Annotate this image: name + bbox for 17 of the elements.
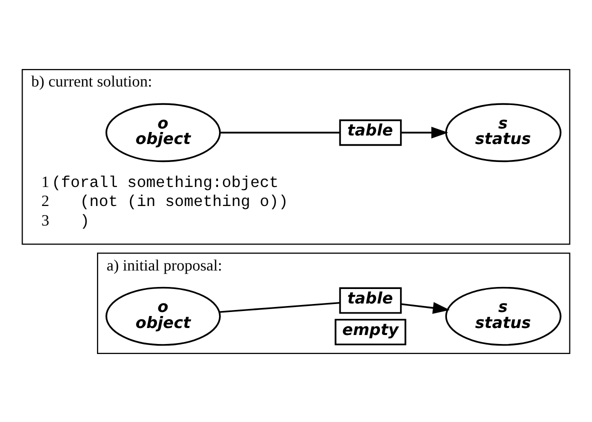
node-ellipse: o object (106, 286, 221, 346)
node-ellipse: o object (106, 102, 221, 162)
connector (220, 131, 340, 133)
label: ) (80, 212, 90, 230)
label: (not (in something o)) (80, 192, 288, 211)
connector (219, 301, 340, 312)
label: 2 (41, 192, 50, 210)
node-box: empty (334, 318, 406, 345)
node-ellipse: s status (445, 102, 562, 162)
node-box: table (339, 286, 402, 314)
arrow (400, 302, 450, 314)
label: (forall something:object (52, 173, 279, 192)
label: 3 (41, 212, 50, 229)
label: 1 (41, 173, 50, 190)
arrow (400, 126, 448, 138)
node-box: table (339, 118, 402, 146)
node-ellipse: s status (445, 286, 562, 346)
